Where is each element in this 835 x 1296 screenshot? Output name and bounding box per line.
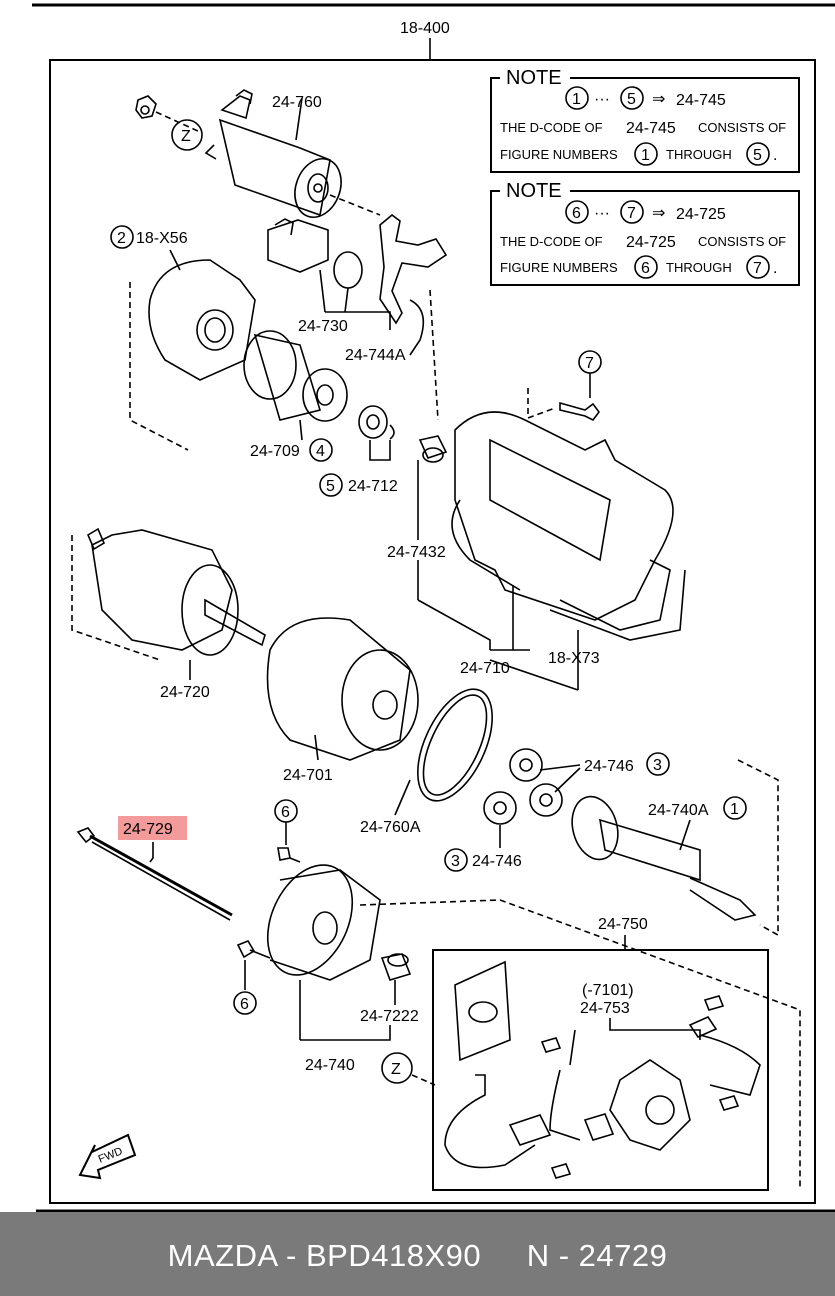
marker-z-bottom: Z [381, 1052, 436, 1086]
svg-text:⇒: ⇒ [652, 205, 665, 222]
note-1-target: 24-745 [676, 92, 726, 109]
part-bush: 24-7432 [387, 435, 448, 561]
label-front-cover[interactable]: 18-X56 [136, 230, 188, 247]
svg-text:4: 4 [316, 443, 325, 460]
part-end-bush: 24-7222 [360, 953, 419, 1025]
svg-text:THE D-CODE OF: THE D-CODE OF [500, 234, 603, 249]
svg-text:3: 3 [451, 853, 460, 870]
diagram-frame [49, 59, 816, 1204]
svg-text:1: 1 [730, 801, 739, 818]
svg-text:FIGURE NUMBERS: FIGURE NUMBERS [500, 260, 618, 275]
svg-text:⇒: ⇒ [652, 91, 665, 108]
svg-text:THROUGH: THROUGH [666, 260, 732, 275]
svg-text:Z: Z [181, 128, 191, 145]
footer-bar [0, 1212, 835, 1296]
part-lever: 24-744A [345, 213, 448, 421]
svg-text:THE D-CODE OF: THE D-CODE OF [500, 120, 603, 135]
part-bearing: 5 24-712 [319, 405, 398, 497]
label-bearing[interactable]: 24-712 [348, 478, 398, 495]
svg-text:6: 6 [641, 260, 650, 277]
label-housing[interactable]: 24-710 [460, 660, 510, 677]
note-1-heading: NOTE [506, 67, 562, 89]
svg-text:.: . [773, 147, 777, 164]
note-box-2: NOTE 6 ··· 7 ⇒ 24-725 THE D-CODE OF 24-7… [490, 180, 800, 286]
label-yoke[interactable]: 24-701 [283, 767, 333, 784]
svg-text:6: 6 [281, 804, 290, 821]
label-end-bush[interactable]: 24-7222 [360, 1008, 419, 1025]
label-plunger[interactable]: 24-730 [298, 318, 348, 335]
svg-text:CONSISTS OF: CONSISTS OF [698, 120, 786, 135]
label-planet-gear-upper[interactable]: 24-746 [584, 758, 634, 775]
part-ring-gear: 24-760A [360, 688, 493, 836]
svg-text:1: 1 [572, 91, 581, 108]
highlight-through-bolt [118, 816, 187, 840]
note-2-heading: NOTE [506, 180, 562, 202]
svg-text:2: 2 [117, 230, 126, 247]
svg-text:7: 7 [627, 205, 636, 222]
part-brush-plate: 24-750 (-7101) 24-753 [432, 916, 769, 1191]
svg-text:CONSISTS OF: CONSISTS OF [698, 234, 786, 249]
part-solenoid: Z 24-760 [135, 89, 381, 218]
label-brush-plate[interactable]: 24-750 [598, 916, 648, 933]
label-assembly[interactable]: 18-400 [400, 20, 450, 37]
svg-text:5: 5 [753, 147, 762, 164]
svg-text:.: . [773, 260, 777, 277]
footer-ref: N - 24729 [526, 1238, 668, 1273]
part-bolt-7: 7 [527, 350, 602, 422]
svg-text:3: 3 [653, 757, 662, 774]
label-brush-holder[interactable]: 24-753 [580, 1000, 630, 1017]
label-through-bolt[interactable]: 24-729 [123, 821, 173, 838]
svg-text:···: ··· [594, 205, 610, 222]
part-gasket: 18-X73 [489, 559, 686, 691]
part-bolt-6: 6 6 [233, 799, 301, 1015]
svg-text:Z: Z [391, 1061, 401, 1078]
label-brush-holder-code[interactable]: (-7101) [582, 982, 634, 999]
svg-text:24-745: 24-745 [626, 120, 676, 137]
part-front-cover: 2 18-X56 [110, 225, 256, 451]
note-box-1: NOTE 1 ··· 5 ⇒ 24-745 THE D-CODE OF 24-7… [490, 67, 800, 173]
svg-text:5: 5 [326, 478, 335, 495]
label-pinion[interactable]: 24-709 [250, 443, 300, 460]
part-through-bolt: 24-729 [76, 816, 233, 921]
label-planet-gear-lower[interactable]: 24-746 [472, 853, 522, 870]
svg-text:6: 6 [572, 205, 581, 222]
label-solenoid[interactable]: 24-760 [272, 94, 322, 111]
part-plunger: 24-730 [267, 218, 391, 335]
svg-text:7: 7 [585, 355, 594, 372]
svg-text:1: 1 [641, 147, 650, 164]
label-ring-gear[interactable]: 24-760A [360, 819, 421, 836]
label-armature[interactable]: 24-720 [160, 684, 210, 701]
part-planet-gears: 24-746 3 3 24-746 [444, 748, 670, 872]
svg-text:THROUGH: THROUGH [666, 147, 732, 162]
label-lever[interactable]: 24-744A [345, 347, 406, 364]
svg-text:5: 5 [627, 91, 636, 108]
label-shaft[interactable]: 24-740A [648, 802, 709, 819]
footer-caption: MAZDA - BPD418X90 N - 24729 [0, 1238, 835, 1274]
note-2-target: 24-725 [676, 206, 726, 223]
svg-text:24-725: 24-725 [626, 234, 676, 251]
part-shaft: 24-740A 1 [571, 759, 779, 937]
fwd-arrow-icon: FWD [78, 1133, 137, 1180]
label-gasket[interactable]: 18-X73 [548, 650, 600, 667]
label-end-cover[interactable]: 24-740 [305, 1057, 355, 1074]
footer-part-number: MAZDA - BPD418X90 [167, 1238, 482, 1273]
label-bush[interactable]: 24-7432 [387, 544, 446, 561]
svg-text:7: 7 [753, 260, 762, 277]
svg-text:FIGURE NUMBERS: FIGURE NUMBERS [500, 147, 618, 162]
part-armature: 24-720 [71, 527, 266, 701]
part-pinion: 24-709 4 [243, 330, 348, 462]
part-yoke: 24-701 [266, 617, 419, 784]
svg-text:···: ··· [594, 91, 610, 108]
part-housing: 24-710 [417, 411, 674, 677]
part-end-cover: 24-740 [266, 864, 391, 1074]
svg-text:6: 6 [240, 996, 249, 1013]
